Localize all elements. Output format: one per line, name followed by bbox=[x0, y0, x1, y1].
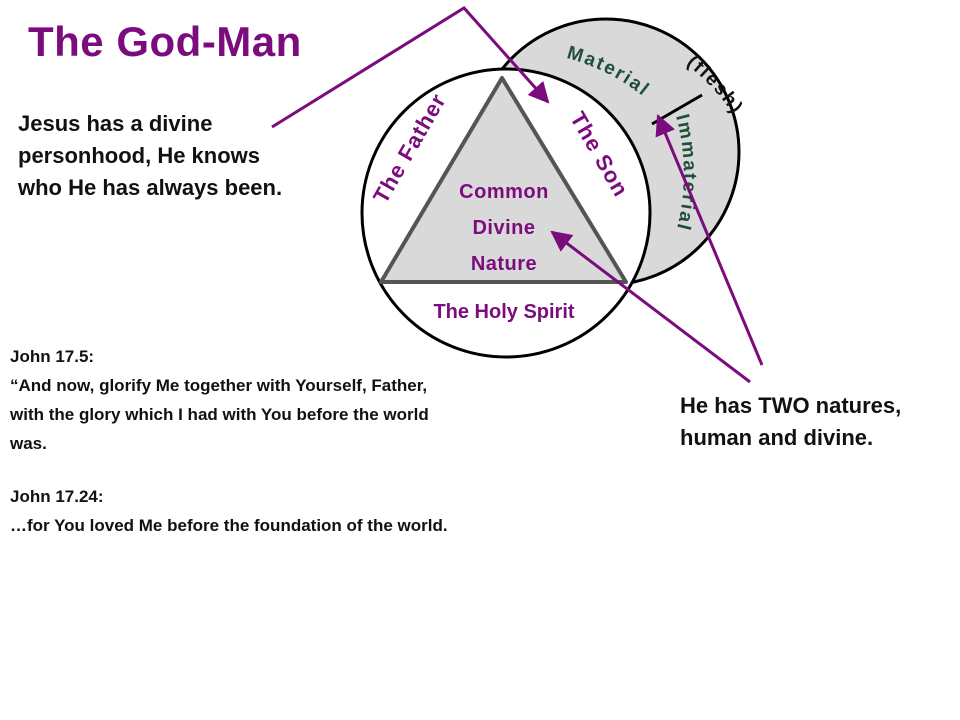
scripture-quote-line: “And now, glorify Me together with Yours… bbox=[10, 376, 428, 395]
common-nature-line: Nature bbox=[471, 253, 537, 275]
divine-nature-arrow bbox=[550, 230, 751, 384]
scripture-block: John 17.5: “And now, glorify Me together… bbox=[10, 342, 650, 540]
two-natures-line: human and divine. bbox=[680, 425, 874, 450]
personhood-note-line: who He has always been. bbox=[18, 175, 283, 200]
holy-spirit-label: The Holy Spirit bbox=[433, 301, 574, 323]
page-title: The God-Man bbox=[28, 18, 302, 65]
common-nature-line: Common bbox=[459, 181, 549, 203]
human-nature-arrow bbox=[655, 114, 764, 366]
personhood-note: Jesus has a divine personhood, He knows … bbox=[18, 108, 348, 204]
personhood-note-line: Jesus has a divine bbox=[18, 111, 213, 136]
common-nature-line: Divine bbox=[472, 217, 535, 239]
two-natures-note: He has TWO natures, human and divine. bbox=[680, 390, 960, 454]
two-natures-line: He has TWO natures, bbox=[680, 393, 902, 418]
scripture-quote-line: was. bbox=[10, 434, 47, 453]
personhood-arrow bbox=[271, 6, 550, 129]
scripture-reference: John 17.5: bbox=[10, 347, 95, 366]
scripture-quote-line: …for You loved Me before the foundation … bbox=[10, 516, 448, 535]
scripture-reference: John 17.24: bbox=[10, 487, 104, 506]
personhood-note-line: personhood, He knows bbox=[18, 143, 261, 168]
scripture-quote-line: with the glory which I had with You befo… bbox=[10, 405, 429, 424]
